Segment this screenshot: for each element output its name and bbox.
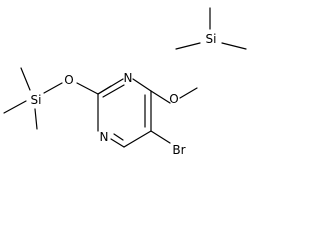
bond-si-left-methyl-down: [34, 108, 38, 130]
bond-si-left-methyl-up: [20, 67, 31, 91]
atom-si-left-label: Si: [31, 93, 42, 107]
bond-c-o-right: [150, 90, 171, 104]
chemical-structure-diagram: N N O O Si Si Br: [3, 7, 247, 157]
bond-c5-br: [150, 130, 171, 144]
substituent-bonds: [43, 82, 198, 144]
atom-o-right-label: O: [169, 92, 178, 106]
pyrimidine-ring: [97, 78, 152, 148]
atom-o-left-label: O: [64, 73, 73, 87]
atom-si-right-label: Si: [206, 32, 217, 46]
bond-c2-o-left: [76, 82, 99, 95]
atom-n3-label: N: [100, 130, 109, 144]
bond-n1-c6: [132, 78, 152, 92]
bond-c4-n-second: [113, 133, 124, 141]
bond-si-right-methyl-left: [175, 42, 201, 50]
atom-labels: N N O O Si Si Br: [31, 32, 217, 157]
bond-c2-n1: [97, 78, 124, 95]
bond-o-si-left: [43, 82, 63, 94]
bond-c4-n: [110, 138, 125, 148]
atom-br-label: Br: [172, 143, 185, 157]
left-trimethyl: [3, 67, 38, 130]
bond-si-right-methyl-right: [221, 42, 247, 50]
right-trimethyl: [175, 7, 247, 50]
bond-o-si-right: [179, 87, 198, 99]
atom-n1-label: N: [124, 71, 133, 85]
bond-si-left-methyl-left: [3, 100, 27, 114]
bond-c2-n1-second: [102, 84, 125, 98]
bond-c5-c4: [123, 130, 152, 148]
